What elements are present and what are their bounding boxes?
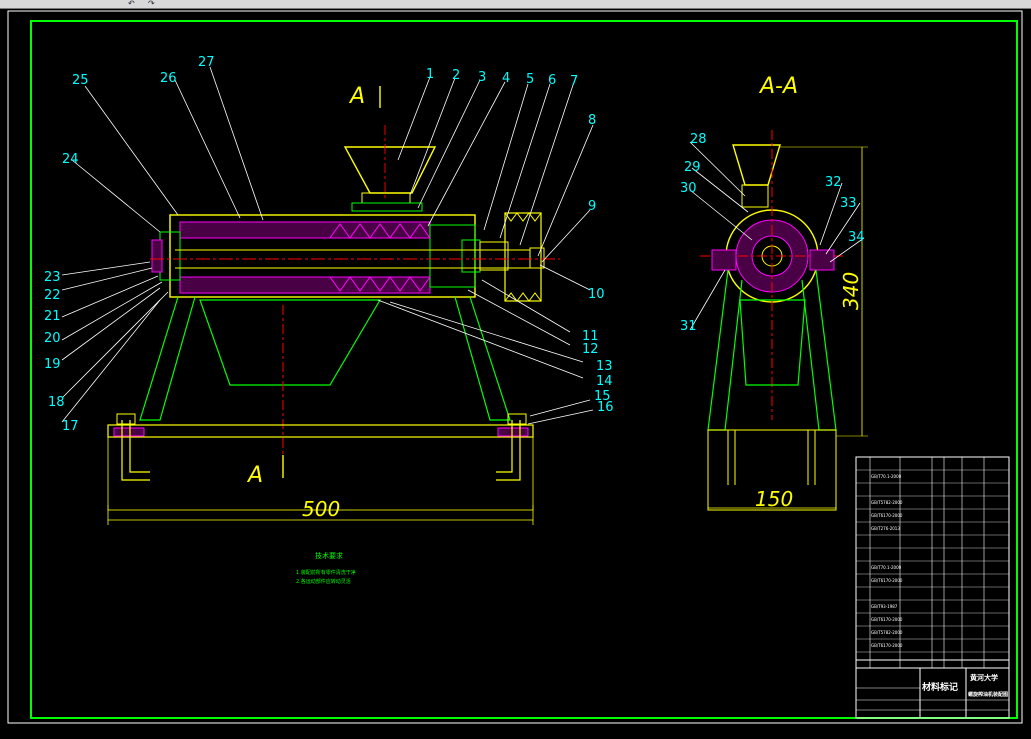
part-label: 33: [840, 196, 857, 211]
outer-border: [7, 10, 1023, 724]
drawing-svg: A A 500 A-A 150 340: [7, 10, 1023, 724]
part-label: 8: [588, 113, 596, 128]
part-label: 18: [48, 395, 65, 410]
part-label: 21: [44, 309, 61, 324]
part-label: 19: [44, 357, 61, 372]
std-code: GB/T70.1-2000: [871, 565, 902, 570]
std-code: GB/T70.1-2000: [871, 474, 902, 479]
part-label: 20: [44, 331, 61, 346]
dimension-340: 340: [839, 272, 863, 310]
notes-title: 技术要求: [315, 551, 343, 560]
part-label: 32: [825, 175, 842, 190]
part-label: 4: [502, 71, 510, 86]
window-top-strip: ↶ ↷: [0, 0, 1031, 9]
drawing-name: 螺旋榨油机装配图: [968, 691, 1008, 698]
part-label: 27: [198, 55, 215, 70]
section-title: A-A: [758, 74, 798, 99]
std-code: GB/T6170-2000: [871, 578, 903, 583]
part-label: 2: [452, 68, 460, 83]
notes-line: 1.装配前所有零件清洗干净: [296, 569, 356, 576]
title-block: GB/T70.1-2000 GB/T5782-2000 GB/T6170-200…: [855, 456, 1010, 719]
school-name: 黄河大学: [970, 673, 998, 682]
part-label: 13: [596, 359, 613, 374]
redo-icon[interactable]: ↷: [148, 0, 155, 8]
part-label: 25: [72, 73, 89, 88]
std-code: GB/T276-2013: [871, 526, 900, 531]
leader-lines: [61, 66, 865, 425]
undo-icon[interactable]: ↶: [128, 0, 135, 8]
part-label: 14: [596, 374, 613, 389]
std-code: GB/T93-1987: [871, 604, 898, 609]
drawing-frame: [30, 20, 1018, 719]
cad-drawing-area[interactable]: A A 500 A-A 150 340: [0, 9, 1031, 735]
part-label: 34: [848, 230, 865, 245]
notes-line: 2.各运动部件应转动灵活: [296, 578, 351, 585]
part-label: 22: [44, 288, 61, 303]
part-label: 30: [680, 181, 697, 196]
section-view: [700, 130, 868, 511]
std-code: GB/T6170-2000: [871, 643, 903, 648]
front-view: [107, 86, 560, 525]
section-mark-top: A: [348, 84, 365, 109]
part-label: 6: [548, 73, 556, 88]
part-label: 12: [582, 342, 599, 357]
part-label: 11: [582, 329, 599, 344]
part-labels: 1 2 3 4 5 6 7 8 9 10 11 12 13 14 15 16 1…: [44, 55, 865, 434]
part-label: 15: [594, 389, 611, 404]
std-code: GB/T6170-2000: [871, 513, 903, 518]
part-label: 3: [478, 70, 486, 85]
part-label: 26: [160, 71, 177, 86]
std-code: GB/T5782-2000: [871, 500, 903, 505]
part-label: 23: [44, 270, 61, 285]
dimension-500: 500: [302, 497, 340, 521]
section-mark-bottom: A: [246, 463, 263, 488]
part-label: 9: [588, 199, 596, 214]
std-code: GB/T6170-2000: [871, 617, 903, 622]
dimension-150: 150: [755, 487, 793, 511]
std-code: GB/T5782-2000: [871, 630, 903, 635]
part-label: 7: [570, 74, 578, 89]
material-mark: 材料标记: [921, 681, 958, 693]
part-label: 5: [526, 72, 534, 87]
part-label: 17: [62, 419, 79, 434]
part-label: 10: [588, 287, 605, 302]
part-label: 1: [426, 67, 434, 82]
part-label: 31: [680, 319, 697, 334]
part-label: 28: [690, 132, 707, 147]
part-label: 24: [62, 152, 79, 167]
part-label: 16: [597, 400, 614, 415]
part-label: 29: [684, 160, 701, 175]
